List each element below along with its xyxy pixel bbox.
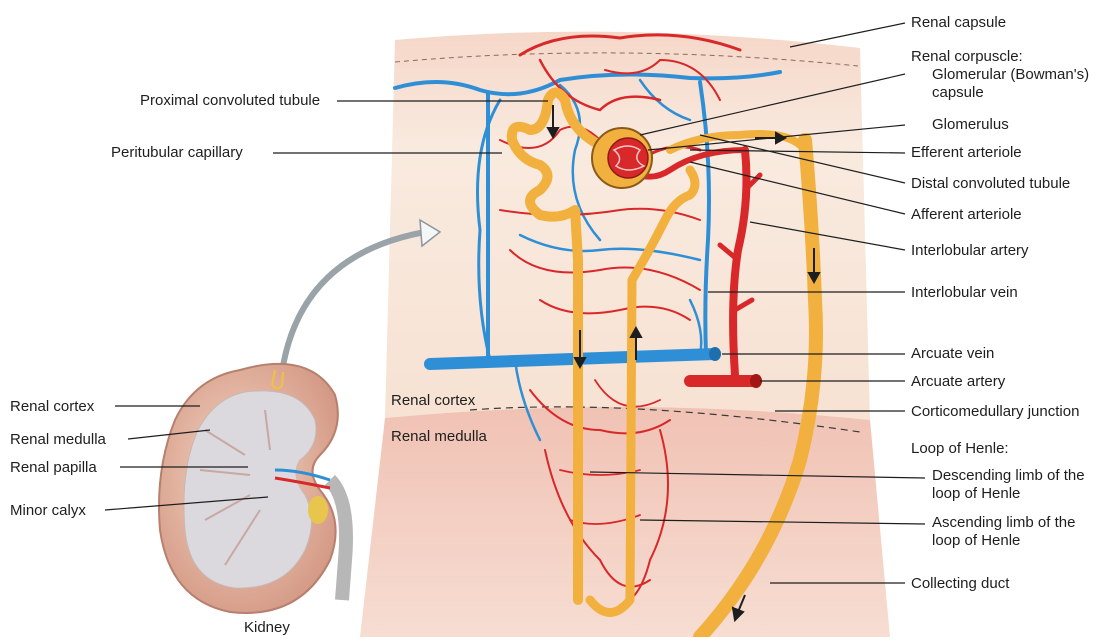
kidney-medulla	[184, 391, 316, 588]
label-glomerulus: Glomerulus	[932, 116, 1009, 133]
label-corticomedullary-junction: Corticomedullary junction	[911, 403, 1079, 420]
label-interlobular-vein: Interlobular vein	[911, 284, 1018, 301]
label-arcuate-artery: Arcuate artery	[911, 373, 1005, 390]
label-glomerular-capsule: Glomerular (Bowman's)	[932, 66, 1089, 83]
label-distal-convoluted-tubule: Distal convoluted tubule	[911, 175, 1070, 192]
label-glomerular-capsule-line2: capsule	[932, 84, 984, 101]
glomerulus-shape	[608, 138, 648, 178]
label-renal-cortex-zone: Renal cortex	[391, 392, 475, 409]
label-ascending-limb: Ascending limb of the	[932, 514, 1075, 531]
label-kidney-minor-calyx: Minor calyx	[10, 502, 86, 519]
label-ascending-limb-line2: loop of Henle	[932, 532, 1020, 549]
label-descending-limb: Descending limb of the	[932, 467, 1085, 484]
label-descending-limb-line2: loop of Henle	[932, 485, 1020, 502]
arcuate-vein-end	[709, 347, 721, 361]
label-renal-medulla-zone: Renal medulla	[391, 428, 487, 445]
label-kidney-renal-medulla: Renal medulla	[10, 431, 106, 448]
label-afferent-arteriole: Afferent arteriole	[911, 206, 1022, 223]
kidney-illustration	[159, 364, 346, 613]
label-proximal-convoluted-tubule: Proximal convoluted tubule	[140, 92, 320, 109]
label-loop-of-henle: Loop of Henle:	[911, 440, 1009, 457]
label-efferent-arteriole: Efferent arteriole	[911, 144, 1022, 161]
label-collecting-duct: Collecting duct	[911, 575, 1009, 592]
label-renal-capsule: Renal capsule	[911, 14, 1006, 31]
renal-corpuscle	[592, 128, 652, 188]
label-peritubular-capillary: Peritubular capillary	[111, 144, 243, 161]
label-interlobular-artery: Interlobular artery	[911, 242, 1029, 259]
label-kidney-caption: Kidney	[244, 619, 290, 636]
label-kidney-renal-papilla: Renal papilla	[10, 459, 97, 476]
label-kidney-renal-cortex: Renal cortex	[10, 398, 94, 415]
label-arcuate-vein: Arcuate vein	[911, 345, 994, 362]
label-renal-corpuscle: Renal corpuscle:	[911, 48, 1023, 65]
